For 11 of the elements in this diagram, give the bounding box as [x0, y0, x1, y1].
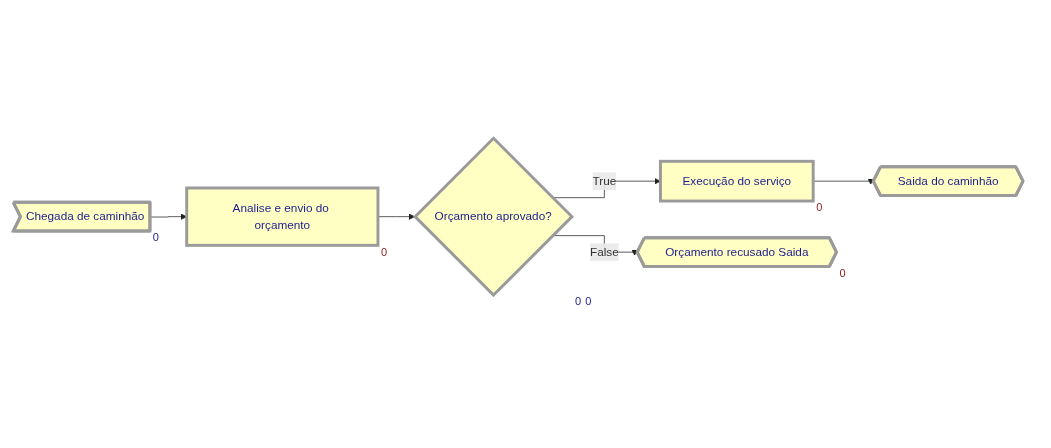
- counter-label: 0: [380, 245, 388, 258]
- counter-label: 0: [152, 231, 159, 244]
- counter-label: 0: [585, 295, 592, 308]
- edge-label: False: [589, 245, 619, 259]
- edge-label: True: [592, 174, 617, 188]
- node-box: Analise e envio do orçamento: [185, 186, 380, 247]
- node-box: Execução do serviço: [659, 159, 815, 203]
- counter-label: 0: [816, 201, 823, 214]
- counter-label: 0: [839, 266, 846, 279]
- node-diamond: Orçamento aprovado?: [413, 136, 575, 298]
- counter-label: 0: [574, 295, 582, 308]
